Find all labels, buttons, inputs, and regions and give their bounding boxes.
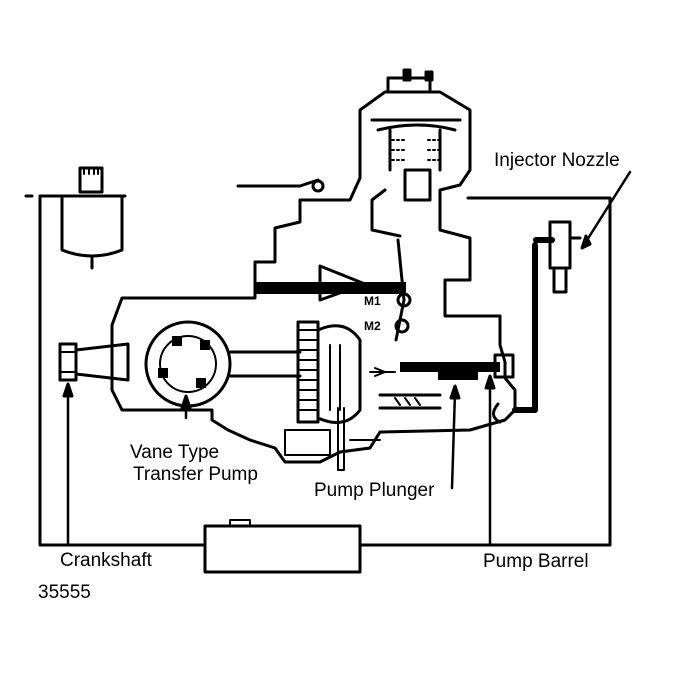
drive-shaft (256, 282, 406, 294)
injector-nozzle (548, 220, 582, 294)
mark-m1: M1 (364, 294, 381, 308)
vane-transfer-pump (144, 320, 302, 408)
label-crankshaft: Crankshaft (60, 550, 152, 571)
mark-m2: M2 (364, 319, 381, 333)
leader-plunger (450, 390, 457, 490)
governor-assembly (370, 68, 462, 238)
label-transfer-pump: Transfer Pump (133, 464, 258, 485)
crankshaft-nut (58, 342, 130, 382)
label-pump-barrel: Pump Barrel (483, 551, 589, 572)
figure-number: 35555 (38, 582, 91, 603)
pump-housing (110, 90, 517, 464)
drive-gear (296, 320, 362, 424)
pump-plunger-barrel (369, 353, 515, 410)
label-pump-plunger: Pump Plunger (314, 480, 435, 501)
label-injector-nozzle: Injector Nozzle (494, 150, 620, 171)
injection-line (512, 242, 538, 413)
leader-injector (580, 170, 632, 250)
label-vane-type: Vane Type (130, 442, 220, 463)
fuel-tank (203, 524, 362, 574)
fuel-filter (60, 166, 124, 270)
